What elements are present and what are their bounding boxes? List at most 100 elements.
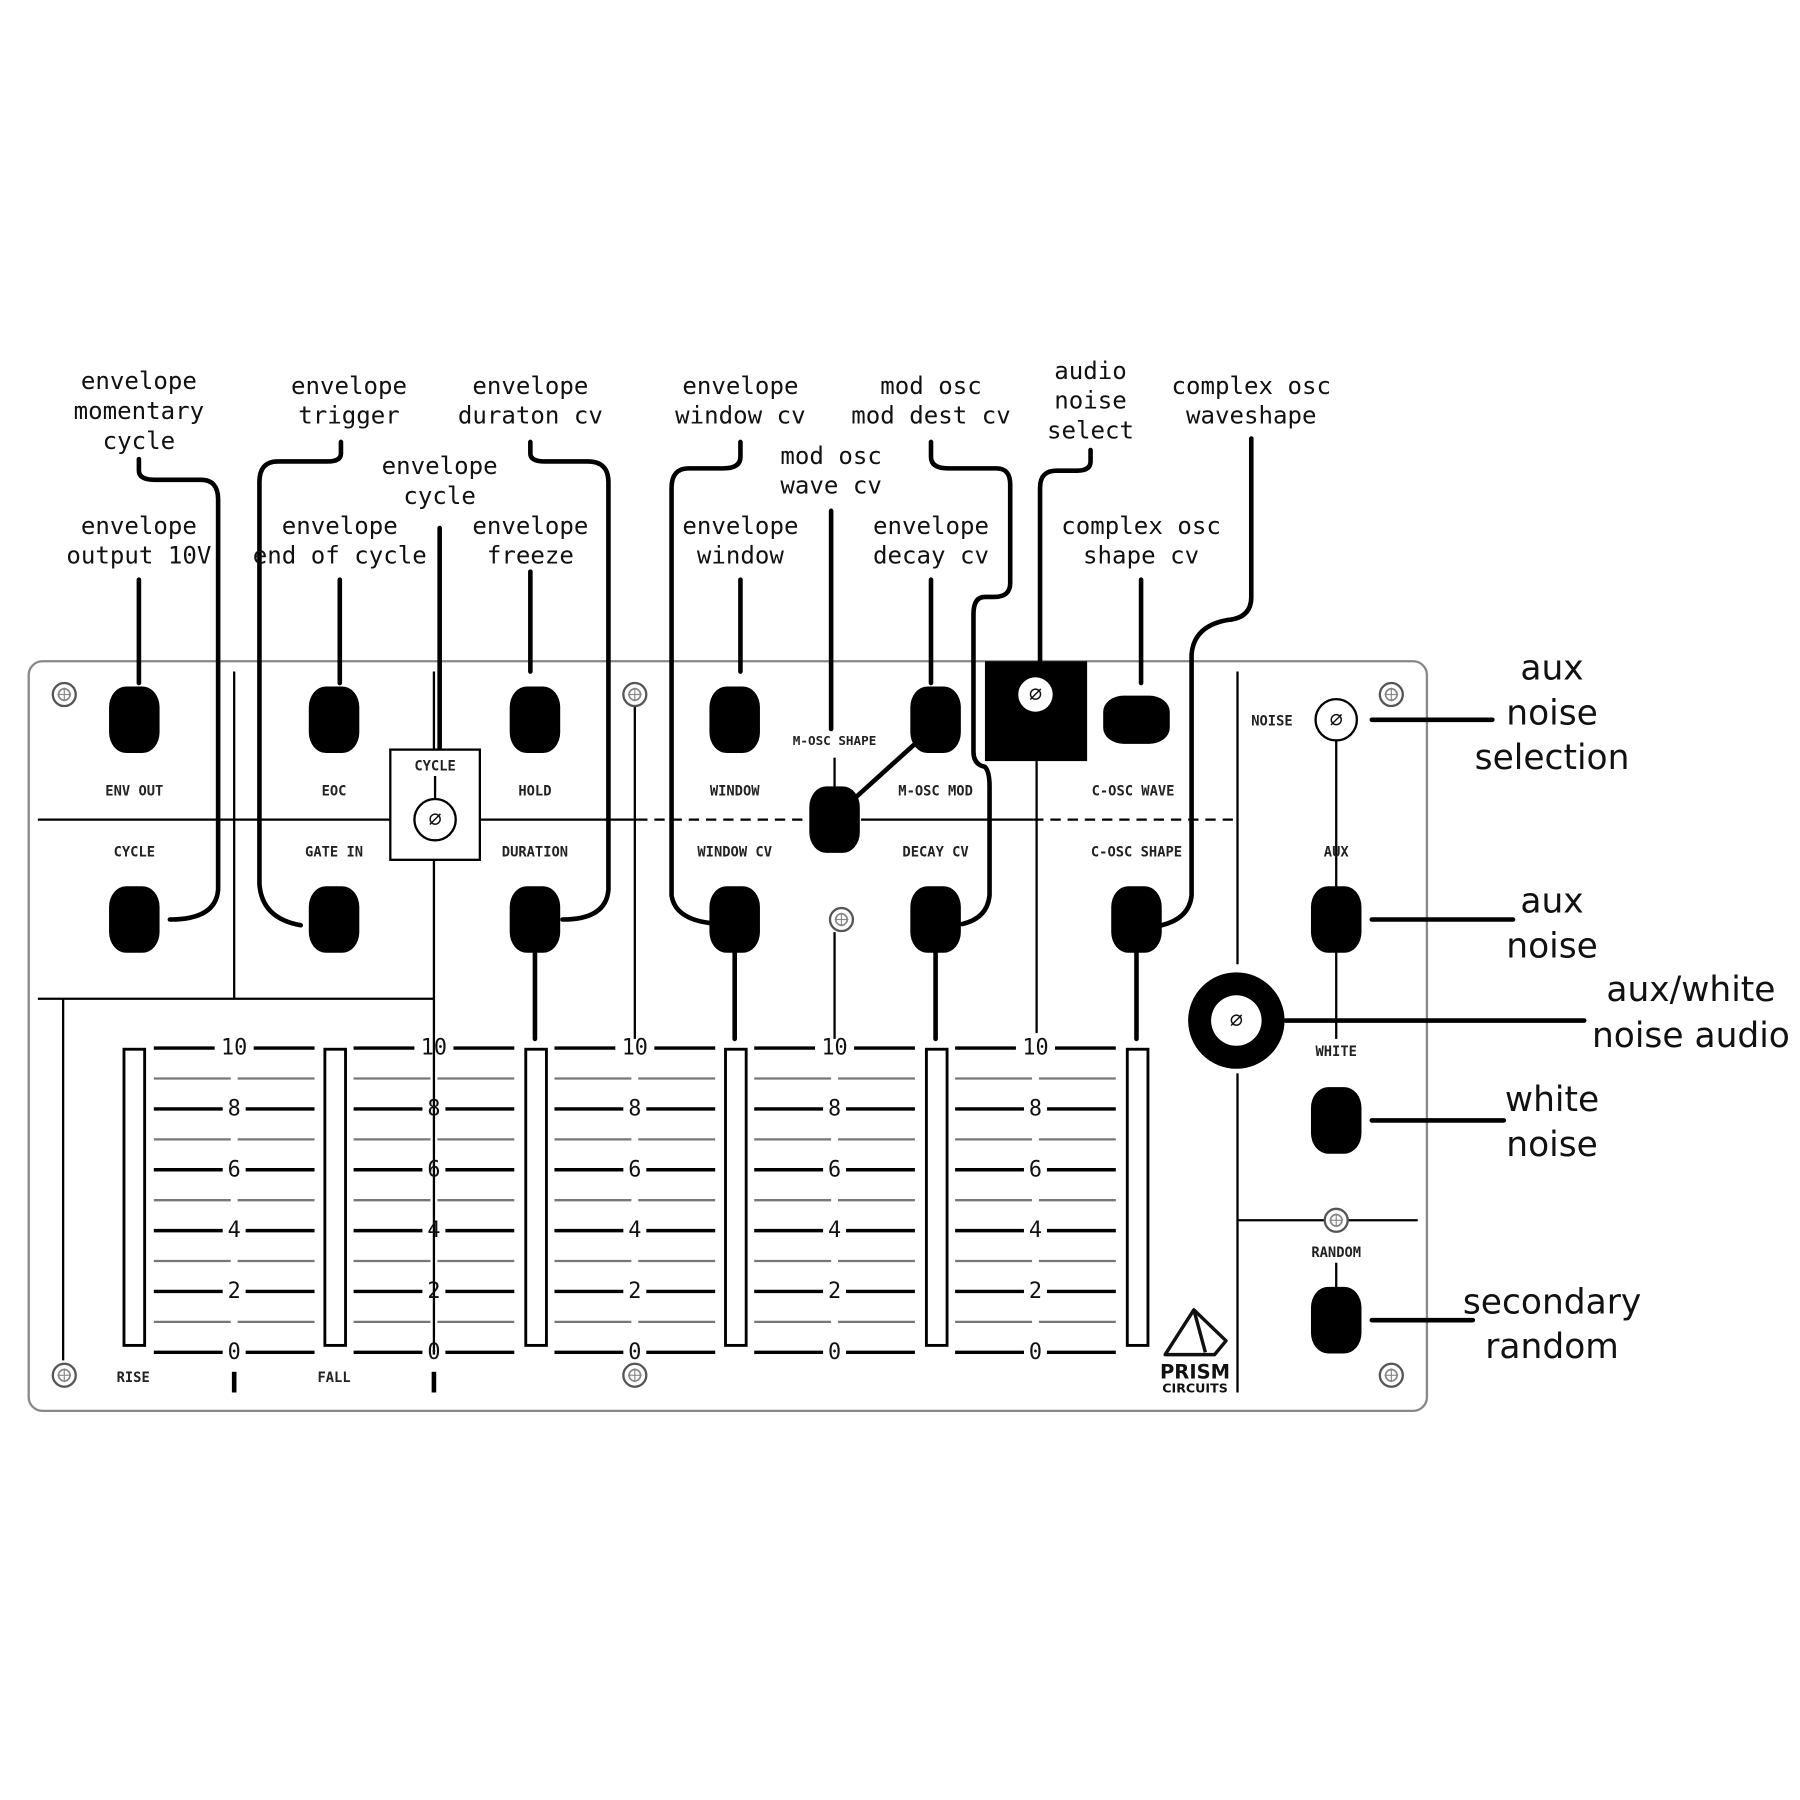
callout-text: window cv	[675, 402, 806, 430]
scale-label: 8	[1029, 1096, 1042, 1121]
jack-hold[interactable]	[509, 686, 561, 754]
scale-label: 6	[427, 1157, 440, 1182]
scale-label: 6	[628, 1157, 641, 1182]
callout-complex-osc-shape-cv: complex osc shape cv	[1061, 512, 1221, 570]
scale-label: 6	[828, 1157, 841, 1182]
fader-slot-5[interactable]	[924, 1047, 949, 1347]
scale-label: 4	[628, 1218, 641, 1243]
audio-noise-select-switch[interactable]: ∅	[1018, 677, 1053, 712]
callout-text: freeze	[487, 542, 574, 570]
jack-duration[interactable]	[509, 886, 561, 953]
callout-text: duraton cv	[458, 402, 603, 430]
label-noise: NOISE	[1251, 714, 1292, 730]
callout-text: noise audio	[1592, 1016, 1790, 1056]
jack-eoc[interactable]	[308, 686, 360, 754]
jack-m-osc-shape[interactable]	[809, 786, 860, 853]
callout-text: noise	[1054, 387, 1127, 415]
screw-icon	[622, 681, 648, 708]
callout-text: aux	[1520, 882, 1583, 922]
knob-symbol: ∅	[429, 807, 442, 832]
scale-label: 0	[828, 1340, 841, 1365]
scale-label: 8	[427, 1096, 440, 1121]
callout-text: envelope	[81, 512, 197, 540]
label-window-cv: WINDOW CV	[697, 844, 772, 860]
jack-m-osc-mod[interactable]	[910, 686, 961, 754]
callout-envelope-duration-cv: envelope duraton cv	[458, 372, 603, 430]
callout-leader-lines	[136, 436, 1587, 1323]
callout-aux-noise: aux noise	[1506, 882, 1598, 967]
label-decay-cv: DECAY CV	[902, 844, 968, 860]
jack-cycle[interactable]	[109, 886, 160, 953]
scale-label: 10	[821, 1036, 847, 1061]
fader-slot-2[interactable]	[323, 1047, 347, 1347]
knob-symbol: ∅	[1029, 682, 1042, 707]
fader-scale: 10 8 6 4 2 0	[754, 1036, 915, 1365]
label-white: WHITE	[1315, 1044, 1356, 1060]
logo-sub: CIRCUITS	[1162, 1380, 1228, 1395]
jack-white[interactable]	[1310, 1087, 1362, 1154]
fader-slot-4[interactable]	[724, 1047, 748, 1347]
callout-text: aux	[1520, 649, 1583, 689]
scale-label: 4	[427, 1218, 440, 1243]
callout-text: envelope	[682, 512, 798, 540]
scale-label: 4	[828, 1218, 841, 1243]
fader-slot-1[interactable]	[122, 1047, 147, 1347]
screw-icon	[1378, 1362, 1404, 1388]
scale-label: 2	[828, 1279, 841, 1304]
callout-text: momentary	[74, 397, 205, 425]
callout-text: secondary	[1463, 1282, 1641, 1322]
callout-text: envelope	[382, 452, 498, 480]
callout-text: mod osc	[780, 442, 882, 470]
cycle-box-label: CYCLE	[414, 758, 455, 774]
callout-envelope-window: envelope window	[682, 512, 798, 570]
scale-label: 4	[1029, 1218, 1042, 1243]
callout-text: envelope	[472, 372, 588, 400]
callout-envelope-decay-cv: envelope decay cv	[873, 512, 989, 570]
jack-random[interactable]	[1310, 1286, 1362, 1354]
scale-label: 2	[1029, 1279, 1042, 1304]
jack-gate-in[interactable]	[308, 886, 360, 953]
scale-label: 10	[221, 1036, 247, 1061]
jack-c-osc-wave[interactable]	[1103, 695, 1170, 744]
scale-label: 8	[828, 1096, 841, 1121]
callout-text: noise	[1506, 1125, 1598, 1165]
callout-mod-osc-wave-cv: mod osc wave cv	[780, 442, 882, 500]
jack-decay-cv[interactable]	[910, 886, 961, 953]
label-eoc: EOC	[322, 784, 347, 800]
jack-window[interactable]	[709, 686, 760, 754]
label-duration: DURATION	[502, 844, 568, 860]
callout-envelope-window-cv: envelope window cv	[675, 372, 806, 430]
scale-label: 0	[427, 1340, 440, 1365]
scale-label: 2	[427, 1279, 440, 1304]
label-m-osc-mod: M-OSC MOD	[898, 784, 973, 800]
callout-text: end of cycle	[253, 542, 427, 570]
callout-text: aux/white	[1606, 970, 1775, 1010]
scale-label: 8	[628, 1096, 641, 1121]
callout-white-noise: white noise	[1505, 1080, 1599, 1165]
jack-aux[interactable]	[1310, 886, 1362, 953]
screw-icon	[828, 906, 855, 933]
callout-envelope-freeze: envelope freeze	[472, 512, 588, 570]
cycle-button[interactable]: ∅	[413, 797, 457, 842]
fader-slot-6[interactable]	[1125, 1047, 1150, 1347]
jack-env-out[interactable]	[109, 686, 160, 754]
callout-text: cycle	[403, 482, 476, 510]
callout-envelope-end-of-cycle: envelope end of cycle	[253, 512, 427, 570]
jack-c-osc-shape[interactable]	[1111, 886, 1162, 953]
fader-slot-3[interactable]	[524, 1047, 548, 1347]
scale-label: 10	[421, 1036, 447, 1061]
label-c-osc-wave: C-OSC WAVE	[1092, 784, 1175, 800]
aux-white-noise-audio-knob[interactable]: ∅	[1188, 972, 1285, 1069]
label-cycle: CYCLE	[114, 844, 155, 860]
callout-aux-noise-selection: aux noise selection	[1475, 649, 1630, 779]
callout-text: complex osc	[1061, 512, 1221, 540]
scale-label: 10	[1022, 1036, 1048, 1061]
callout-text: white	[1505, 1080, 1599, 1120]
aux-noise-selection-knob[interactable]: ∅	[1314, 697, 1359, 742]
jack-window-cv[interactable]	[709, 886, 760, 953]
label-fall: FALL	[317, 1370, 350, 1386]
